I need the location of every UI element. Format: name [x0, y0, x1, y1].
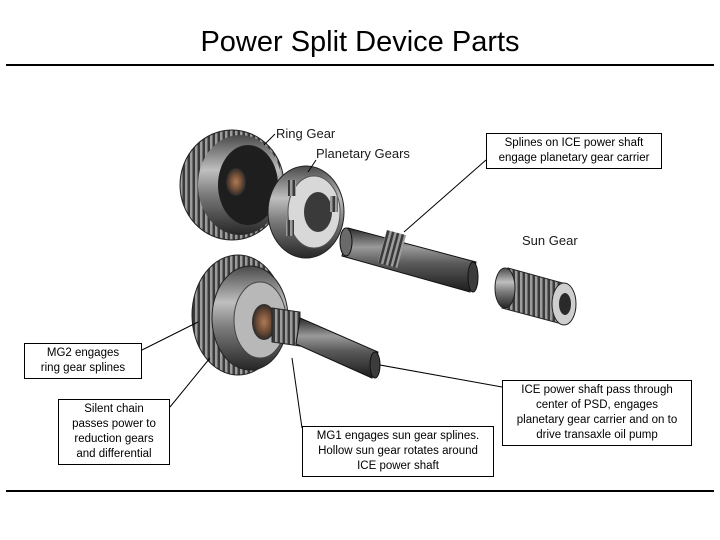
assembled-psd-part [191, 254, 381, 379]
sun-gear-part [494, 267, 577, 326]
splines-ice-callout: Splines on ICE power shaft engage planet… [486, 133, 662, 169]
sun-gear-label: Sun Gear [522, 233, 578, 248]
planetary-gears-label: Planetary Gears [316, 146, 410, 161]
planetary-gears-part [267, 165, 345, 259]
mg2-callout: MG2 engages ring gear splines [24, 343, 142, 379]
mg1-callout: MG1 engages sun gear splines. Hollow sun… [302, 426, 494, 477]
ring-gear-part [179, 129, 285, 241]
leader-lines [141, 133, 503, 429]
silent-chain-callout: Silent chain passes power to reduction g… [58, 399, 170, 465]
page-title: Power Split Device Parts [200, 26, 520, 58]
bottom-divider [6, 490, 714, 492]
ice-power-shaft-part [339, 227, 479, 293]
top-divider [6, 64, 714, 66]
ice-shaft-callout: ICE power shaft pass through center of P… [502, 380, 692, 446]
ring-gear-label: Ring Gear [276, 126, 336, 141]
